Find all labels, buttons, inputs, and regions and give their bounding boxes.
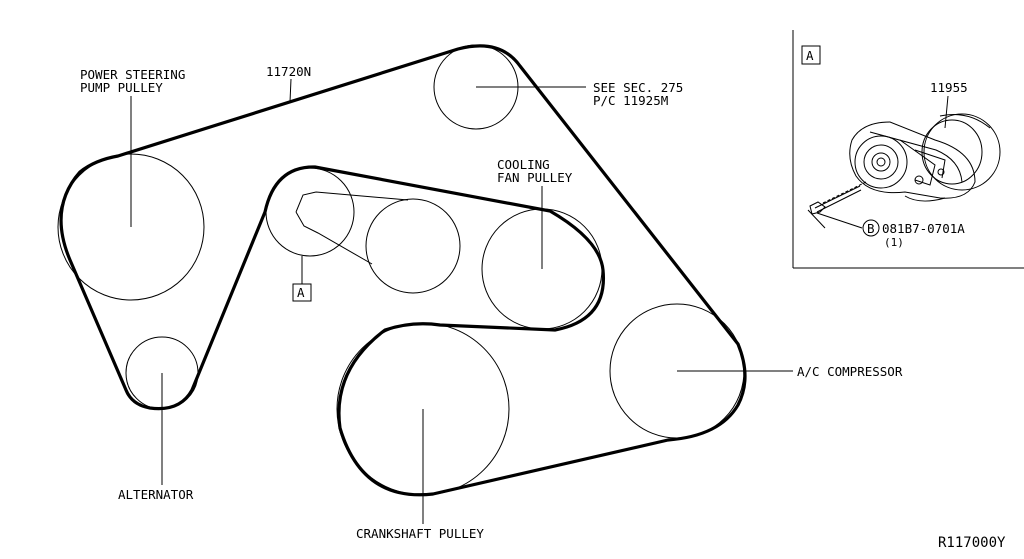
tensioner-leader	[944, 95, 949, 129]
belt-part-number: 11720N	[266, 64, 311, 79]
detail-view-a: A 11955	[792, 30, 1024, 269]
tensioner-part-number: 11955	[930, 80, 968, 95]
power-steering-label: POWER STEERING	[80, 67, 185, 82]
see-sec-label: SEE SEC. 275	[593, 80, 683, 95]
bolt-part-number: 081B7-0701A	[882, 221, 965, 236]
bolt-drawing	[807, 181, 867, 229]
callout-a-label: A	[297, 285, 305, 300]
bolt-quantity: (1)	[884, 236, 904, 249]
crankshaft-label: CRANKSHAFT PULLEY	[356, 526, 484, 541]
detail-view-label-box	[801, 45, 821, 65]
bolt-marker-circle	[862, 219, 880, 237]
cooling-fan-label: COOLING	[497, 157, 550, 172]
tensioner-assembly-drawing	[849, 113, 1001, 202]
see-sec-label-2: P/C 11925M	[593, 93, 668, 108]
reference-number: R117000Y	[938, 535, 1006, 551]
tensioner-arm-pulley	[365, 198, 461, 294]
tensioner-arm	[295, 191, 409, 265]
bolt-marker-label: B	[867, 221, 875, 236]
drive-belt	[59, 44, 747, 497]
callout-a-box	[292, 283, 312, 302]
cooling-fan-label-2: FAN PULLEY	[497, 170, 573, 185]
belt-leader	[289, 78, 292, 103]
detail-view-label: A	[806, 48, 814, 63]
alternator-label: ALTERNATOR	[118, 487, 194, 502]
ac-compressor-label: A/C COMPRESSOR	[797, 364, 903, 379]
power-steering-label-2: PUMP PULLEY	[80, 80, 163, 95]
bolt-leader	[816, 212, 863, 229]
